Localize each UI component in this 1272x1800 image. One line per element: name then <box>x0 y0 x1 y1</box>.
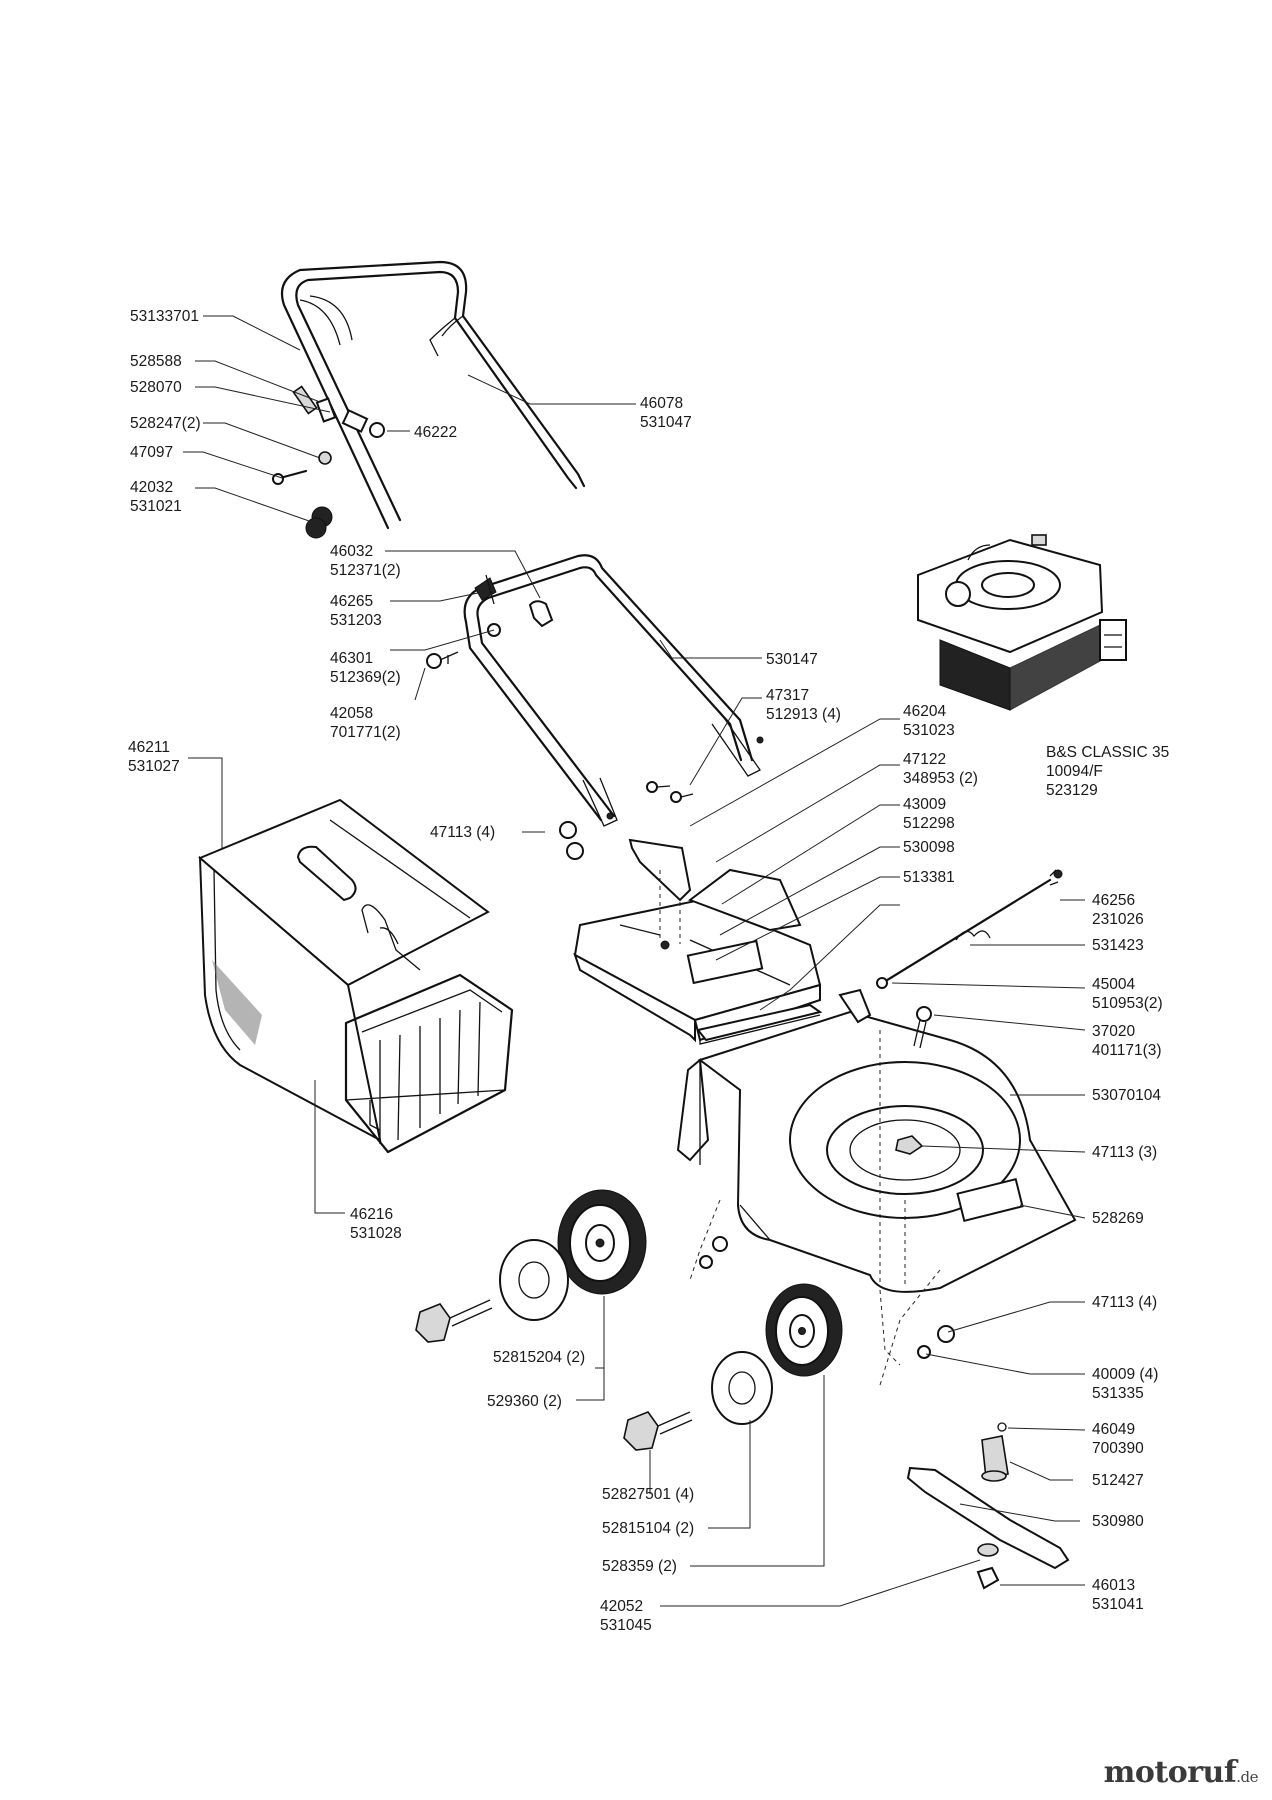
lower-handle-fasteners <box>426 574 694 860</box>
grass-catcher <box>198 798 514 1154</box>
label-46049: 46049 700390 <box>1092 1421 1144 1457</box>
front-wheel <box>765 1283 843 1377</box>
label-530980: 530980 <box>1092 1513 1144 1530</box>
label-528247: 528247(2) <box>130 415 201 432</box>
label-46301: 46301 512369(2) <box>330 650 401 686</box>
label-528269: 528269 <box>1092 1210 1144 1227</box>
rear-wheel <box>557 1189 647 1295</box>
label-528359: 528359 (2) <box>602 1558 677 1575</box>
mower-deck <box>676 988 1077 1386</box>
watermark-text: motoruf <box>1103 1755 1237 1790</box>
axle-nuts <box>699 1236 955 1359</box>
label-513381: 513381 <box>903 869 955 886</box>
label-46256: 46256 231026 <box>1092 892 1144 928</box>
label-528588: 528588 <box>130 353 182 370</box>
label-531423: 531423 <box>1092 937 1144 954</box>
label-42032: 42032 531021 <box>130 479 182 515</box>
label-46222: 46222 <box>414 424 458 441</box>
lower-handle <box>463 554 764 827</box>
label-45004: 45004 510953(2) <box>1092 976 1163 1012</box>
rear-cover-assembly <box>573 838 823 1045</box>
wheel-knobs <box>415 1299 693 1451</box>
hubcaps <box>499 1239 773 1425</box>
throttle-cable <box>876 869 1063 989</box>
deck-bolt <box>913 1006 932 1049</box>
engine <box>917 534 1127 711</box>
watermark-suffix: .de <box>1236 1768 1258 1786</box>
blade-assembly <box>906 1422 1070 1590</box>
motoruf-watermark: motoruf.de <box>1103 1755 1259 1790</box>
label-47113-top: 47113 (4) <box>430 824 496 841</box>
label-47122: 47122 348953 (2) <box>903 751 978 787</box>
label-47317: 47317 512913 (4) <box>766 687 841 723</box>
label-42058: 42058 701771(2) <box>330 705 401 741</box>
label-37020: 37020 401171(3) <box>1092 1023 1162 1059</box>
label-53133701: 53133701 <box>130 308 199 325</box>
label-46265: 46265 531203 <box>330 593 382 629</box>
label-engine: B&S CLASSIC 35 10094/F 523129 <box>1046 744 1170 799</box>
label-512427: 512427 <box>1092 1472 1144 1489</box>
label-53070104: 53070104 <box>1092 1087 1161 1104</box>
label-46216: 46216 531028 <box>350 1206 402 1242</box>
label-47097: 47097 <box>130 444 174 461</box>
upper-handle <box>280 260 586 530</box>
label-40009: 40009 (4) 531335 <box>1092 1366 1159 1402</box>
label-530098: 530098 <box>903 839 955 856</box>
label-528070: 528070 <box>130 379 182 396</box>
label-529360: 529360 (2) <box>487 1393 562 1410</box>
label-46211: 46211 531027 <box>128 739 180 775</box>
label-530147: 530147 <box>766 651 818 668</box>
label-47113-wheel: 47113 (4) <box>1092 1294 1158 1311</box>
upper-handle-fasteners <box>272 385 385 539</box>
label-46078: 46078 531047 <box>640 395 692 431</box>
label-52815204: 52815204 (2) <box>493 1349 586 1366</box>
label-47113-deck: 47113 (3) <box>1092 1144 1158 1161</box>
label-46204: 46204 531023 <box>903 703 955 739</box>
label-52815104: 52815104 (2) <box>602 1520 695 1537</box>
leader-lines <box>183 315 1086 1607</box>
label-43009: 43009 512298 <box>903 796 955 832</box>
grass-catcher-shading <box>212 960 262 1045</box>
label-46032: 46032 512371(2) <box>330 543 401 579</box>
label-46013: 46013 531041 <box>1092 1577 1144 1613</box>
label-42052: 42052 531045 <box>600 1598 652 1634</box>
label-52827501: 52827501 (4) <box>602 1486 695 1503</box>
